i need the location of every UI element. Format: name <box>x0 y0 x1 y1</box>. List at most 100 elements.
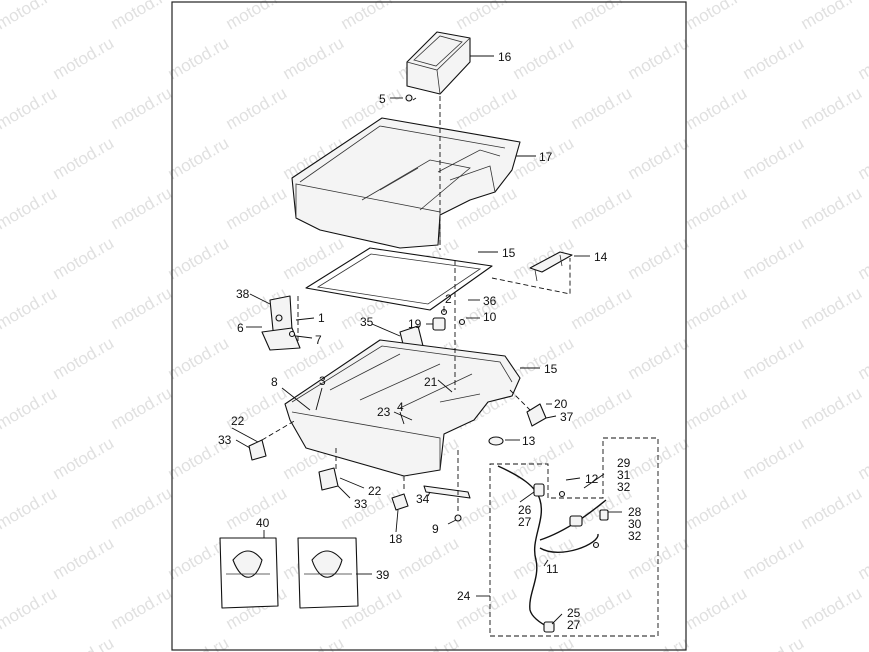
watermark-text: motod.ru <box>338 0 406 33</box>
watermark-text: motod.ru <box>453 0 521 33</box>
watermark-text: motod.ru <box>0 33 2 83</box>
part-bumper-left <box>248 439 267 461</box>
callout-27a: 27 <box>518 515 532 529</box>
watermark-text: motod.ru <box>855 533 869 583</box>
callout-23: 23 <box>377 405 391 419</box>
callout-10: 10 <box>483 310 497 324</box>
callout-6: 6 <box>237 321 244 335</box>
watermark-text: motod.ru <box>0 583 60 633</box>
callout-2: 2 <box>445 292 452 306</box>
part-lower-case-body <box>284 339 521 477</box>
watermark-text: motod.ru <box>108 0 176 33</box>
watermark-text: motod.ru <box>740 333 808 383</box>
callout-32b: 32 <box>628 529 642 543</box>
watermark-text: motod.ru <box>108 583 176 633</box>
watermark-text: motod.ru <box>855 333 869 383</box>
callout-35: 35 <box>360 315 374 329</box>
callout-leaders <box>231 55 622 625</box>
watermark-text: motod.ru <box>510 433 578 483</box>
watermark-text: motod.ru <box>0 633 2 652</box>
watermark-text: motod.ru <box>223 183 291 233</box>
watermark-text: motod.ru <box>395 633 463 652</box>
watermark-text: motod.ru <box>683 283 751 333</box>
watermark-text: motod.ru <box>0 533 2 583</box>
watermark-text: motod.ru <box>50 33 118 83</box>
callout-1: 1 <box>318 311 325 325</box>
watermark-text: motod.ru <box>855 133 869 183</box>
watermark-text: motod.ru <box>0 0 60 33</box>
part-badge-40 <box>219 537 279 609</box>
watermark-text: motod.ru <box>855 633 869 652</box>
part-bracket <box>529 251 573 282</box>
callout-40: 40 <box>256 516 270 530</box>
callout-39: 39 <box>376 568 390 582</box>
callout-37: 37 <box>560 410 574 424</box>
watermark-text: motod.ru <box>395 533 463 583</box>
callout-15b: 15 <box>544 362 558 376</box>
callout-9: 9 <box>432 522 439 536</box>
watermark-text: motod.ru <box>0 133 2 183</box>
watermark-text: motod.ru <box>50 533 118 583</box>
watermark-text: motod.ru <box>165 333 233 383</box>
watermark-text: motod.ru <box>0 83 60 133</box>
callout-17: 17 <box>539 150 553 164</box>
part-liner-plate <box>305 247 493 311</box>
watermark-text: motod.ru <box>0 183 60 233</box>
watermark-text: motod.ru <box>568 83 636 133</box>
watermark-text: motod.ru <box>223 0 291 33</box>
callout-19: 19 <box>408 317 422 331</box>
part-hinge-assembly <box>261 295 301 351</box>
callout-5: 5 <box>379 92 386 106</box>
watermark-text: motod.ru <box>740 233 808 283</box>
watermark-text: motod.ru <box>0 483 60 533</box>
callout-12: 12 <box>585 472 599 486</box>
callout-27b: 27 <box>567 618 581 632</box>
watermark-text: motod.ru <box>625 33 693 83</box>
callout-30: 30 <box>628 517 642 531</box>
watermark-text: motod.ru <box>740 633 808 652</box>
callout-28: 28 <box>628 505 642 519</box>
watermark-text: motod.ru <box>740 533 808 583</box>
watermark-text: motod.ru <box>0 283 60 333</box>
watermark-text: motod.ru <box>108 83 176 133</box>
watermark-text: motod.ru <box>683 583 751 633</box>
callout-22b: 22 <box>368 484 382 498</box>
watermark-text: motod.ru <box>625 133 693 183</box>
callout-26: 26 <box>518 503 532 517</box>
watermark-text: motod.ru <box>0 233 2 283</box>
watermark-text: motod.ru <box>165 233 233 283</box>
callout-25: 25 <box>567 606 581 620</box>
callout-numbers: 16 5 17 15 14 38 2 36 1 10 35 19 6 7 15 … <box>218 50 642 632</box>
watermark-text: motod.ru <box>280 633 348 652</box>
watermark-text: motod.ru <box>740 133 808 183</box>
watermark-text: motod.ru <box>855 233 869 283</box>
callout-20: 20 <box>554 397 568 411</box>
watermark-text: motod.ru <box>798 0 866 33</box>
callout-18: 18 <box>389 532 403 546</box>
callout-8: 8 <box>271 375 278 389</box>
watermark-text: motod.ru <box>740 433 808 483</box>
callout-13: 13 <box>522 434 536 448</box>
watermark-text: motod.ru <box>798 83 866 133</box>
watermark-text: motod.ru <box>50 333 118 383</box>
callout-21: 21 <box>424 375 438 389</box>
watermark-text: motod.ru <box>223 83 291 133</box>
watermark-text: motod.ru <box>798 283 866 333</box>
callout-36: 36 <box>483 294 497 308</box>
part-upper-liner <box>291 117 521 249</box>
watermark-text: motod.ru <box>683 483 751 533</box>
watermark-text: motod.ru <box>108 183 176 233</box>
part-grommet <box>488 436 504 446</box>
part-storage-tray <box>406 31 471 95</box>
callout-22a: 22 <box>231 414 245 428</box>
watermark-text: motod.ru <box>683 383 751 433</box>
watermark-text: motod.ru <box>108 383 176 433</box>
watermark-text: motod.ru <box>50 633 118 652</box>
watermark-text: motod.ru <box>798 183 866 233</box>
callout-3: 3 <box>319 374 326 388</box>
callout-29: 29 <box>617 456 631 470</box>
callout-31: 31 <box>617 468 631 482</box>
watermark-text: motod.ru <box>50 133 118 183</box>
callout-4: 4 <box>397 400 404 414</box>
